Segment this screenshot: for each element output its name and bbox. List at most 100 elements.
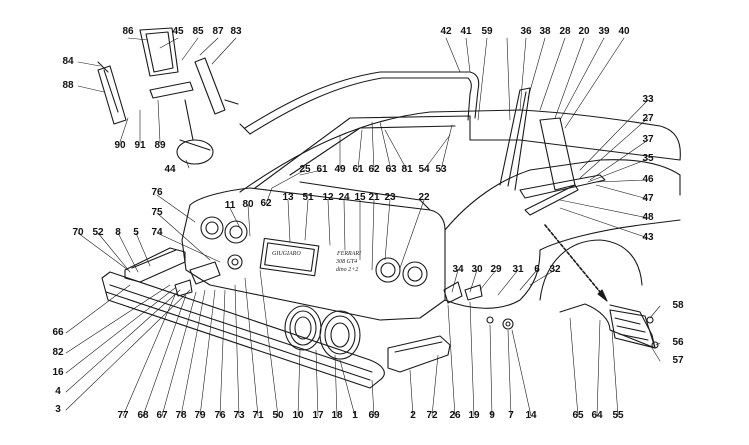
callout-label: 63 [385,164,397,175]
callout-label: 5 [133,227,139,238]
vent-window-detail [97,27,239,165]
callout-label: 82 [52,347,64,358]
callout-label: 15 [354,192,366,203]
callout-label: 36 [520,26,532,37]
callout-label: 39 [598,26,610,37]
rear-bumper [101,271,385,389]
callout-label: 44 [164,164,176,175]
callout-label: 11 [224,200,236,211]
callout-label: 50 [272,410,284,421]
callout-label: 42 [440,26,452,37]
callout-label: 19 [468,410,480,421]
callout-label: 29 [490,264,502,275]
callout-label: 84 [62,56,74,67]
callout-label: 67 [156,410,168,421]
callout-label: 90 [114,140,126,151]
callout-label: 74 [151,227,163,238]
callout-label: 58 [672,300,684,311]
callout-label: 16 [52,367,64,378]
callout-label: 33 [642,94,654,105]
callout-label: 26 [449,410,461,421]
callout-label: 70 [72,227,84,238]
callout-label: 9 [489,410,495,421]
inset-arrow [544,224,608,302]
callout-label: 69 [368,410,380,421]
callout-label: 37 [642,134,654,145]
callout-label: 51 [302,192,314,203]
callout-label: 86 [122,26,134,37]
callout-label: 45 [172,26,184,37]
callout-label: 65 [572,410,584,421]
callout-label: 83 [230,26,242,37]
leader-lines [65,37,661,417]
callout-label: 68 [137,410,149,421]
callout-label: 62 [260,198,272,209]
callout-label: 49 [334,164,346,175]
callout-label: 8 [115,227,121,238]
side-moulding [519,174,606,216]
callout-label: 85 [192,26,204,37]
callout-label: 79 [194,410,206,421]
callout-label: 13 [282,192,294,203]
callout-label: 52 [92,227,104,238]
rear-fog-lamps [284,305,361,360]
callout-label: 88 [62,80,74,91]
callout-label: 28 [559,26,571,37]
callout-label: 72 [426,410,438,421]
licence-plate-text: GIUGIARO [272,251,301,257]
callout-label: 40 [618,26,630,37]
callout-label: 73 [233,410,245,421]
callout-label: 38 [539,26,551,37]
callout-label: 87 [212,26,224,37]
callout-label: 78 [175,410,187,421]
callout-label: 32 [549,264,561,275]
callout-label: 30 [471,264,483,275]
callout-label: 55 [612,410,624,421]
callout-label: 2 [410,410,416,421]
callout-label: 91 [134,140,146,151]
callout-label: 4 [55,386,61,397]
callout-label: 77 [117,410,129,421]
callout-label: 31 [512,264,524,275]
callout-label: 17 [312,410,324,421]
callout-label: 53 [435,164,447,175]
bumper-end-piece [387,335,451,373]
callout-label: 34 [452,264,464,275]
callout-label: 6 [534,264,540,275]
callout-label: 64 [591,410,603,421]
callout-label: 76 [214,410,226,421]
callout-label: 80 [242,199,254,210]
callout-label: 10 [292,410,304,421]
callout-label: 46 [642,174,654,185]
callout-label: 57 [672,355,684,366]
callout-label: 14 [525,410,537,421]
callout-label: 76 [151,187,163,198]
callout-label: 20 [578,26,590,37]
callout-label: 3 [55,404,61,415]
callout-label: 21 [368,192,380,203]
callout-label: 75 [151,207,163,218]
callout-label: 66 [52,327,64,338]
callout-label: 71 [252,410,264,421]
callout-label: 56 [672,337,684,348]
callout-label: 54 [418,164,430,175]
callout-label: 25 [299,164,311,175]
callout-label: 7 [508,410,514,421]
callout-label: 89 [154,140,166,151]
callout-label: 18 [331,410,343,421]
badge-line-1: FERRARI [337,251,361,257]
licence-plate [259,237,320,277]
side-small-parts [443,281,514,330]
callout-label: 59 [481,26,493,37]
callout-label: 12 [322,192,334,203]
callout-label: 61 [352,164,364,175]
callout-label: 41 [460,26,472,37]
callout-label: 23 [384,192,396,203]
badge-line-2: 308 GT4 [336,259,358,265]
vent-grille-inset [559,303,659,349]
badge-line-3: dino 2+2 [336,267,359,273]
callout-label: 61 [316,164,328,175]
callout-label: 43 [642,232,654,243]
